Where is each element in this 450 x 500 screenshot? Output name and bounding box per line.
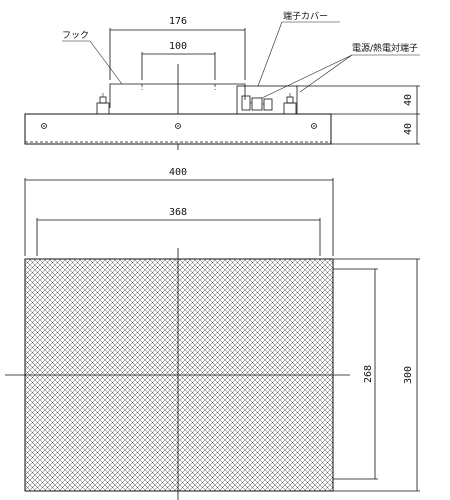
dim-hook-inner: 100 (141, 41, 216, 80)
dim-side-heights: 40 40 (296, 85, 420, 145)
side-view: 176 100 フック 端子カバー 電源/熱電対端子 (24, 10, 420, 150)
top-view: 400 368 268 300 (5, 167, 420, 500)
hook-label: フック (62, 30, 89, 41)
dim-width-overall: 400 (24, 167, 334, 256)
power-terminal-label: 電源/熱電対端子 (352, 42, 418, 54)
terminal-cover-label: 端子カバー (283, 10, 328, 22)
dim-width-inner-text: 368 (169, 207, 187, 218)
dim-width-inner: 368 (36, 207, 321, 256)
dim-hook-span: 176 (109, 16, 246, 80)
terminal-stud-left (96, 93, 110, 115)
terminal-stud-right (283, 93, 297, 115)
dim-height-inner: 268 (333, 268, 378, 480)
dim-hook-span-text: 176 (169, 16, 187, 27)
dim-height-overall: 300 (333, 258, 420, 492)
screw-left (41, 123, 47, 129)
hook-outline (109, 83, 246, 108)
dim-height-upper-text: 40 (403, 94, 414, 106)
screw-center (175, 123, 181, 129)
dim-width-overall-text: 400 (169, 167, 187, 178)
screw-right (311, 123, 317, 129)
dim-height-overall-text: 300 (403, 366, 414, 384)
heater-body-side (24, 113, 332, 145)
dim-hook-inner-text: 100 (169, 41, 187, 52)
dim-height-inner-text: 268 (363, 365, 374, 383)
terminal-block (241, 95, 273, 111)
dim-height-body-text: 40 (403, 123, 414, 135)
